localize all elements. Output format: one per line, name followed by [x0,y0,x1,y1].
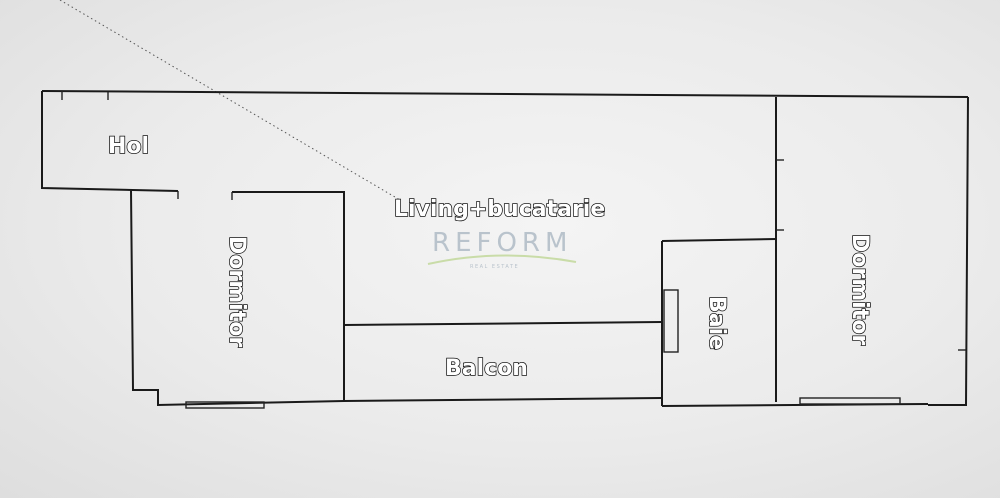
walls [41,90,969,409]
reform-logo: REFORM REAL ESTATE [427,228,577,270]
room-label-living: Living+bucatarie [394,197,605,222]
room-label-dormitor-left: Dormitor [224,236,249,347]
room-label-dormitor-right: Dormitor [847,234,872,345]
room-label-hol: Hol [108,134,149,159]
room-label-baie: Baie [704,296,729,350]
logo-tagline: REAL ESTATE [470,264,519,270]
room-label-balcon: Balcon [445,356,528,381]
logo-brand: REFORM [432,228,572,258]
logo-swoosh [427,254,577,265]
guide-line [59,0,401,201]
